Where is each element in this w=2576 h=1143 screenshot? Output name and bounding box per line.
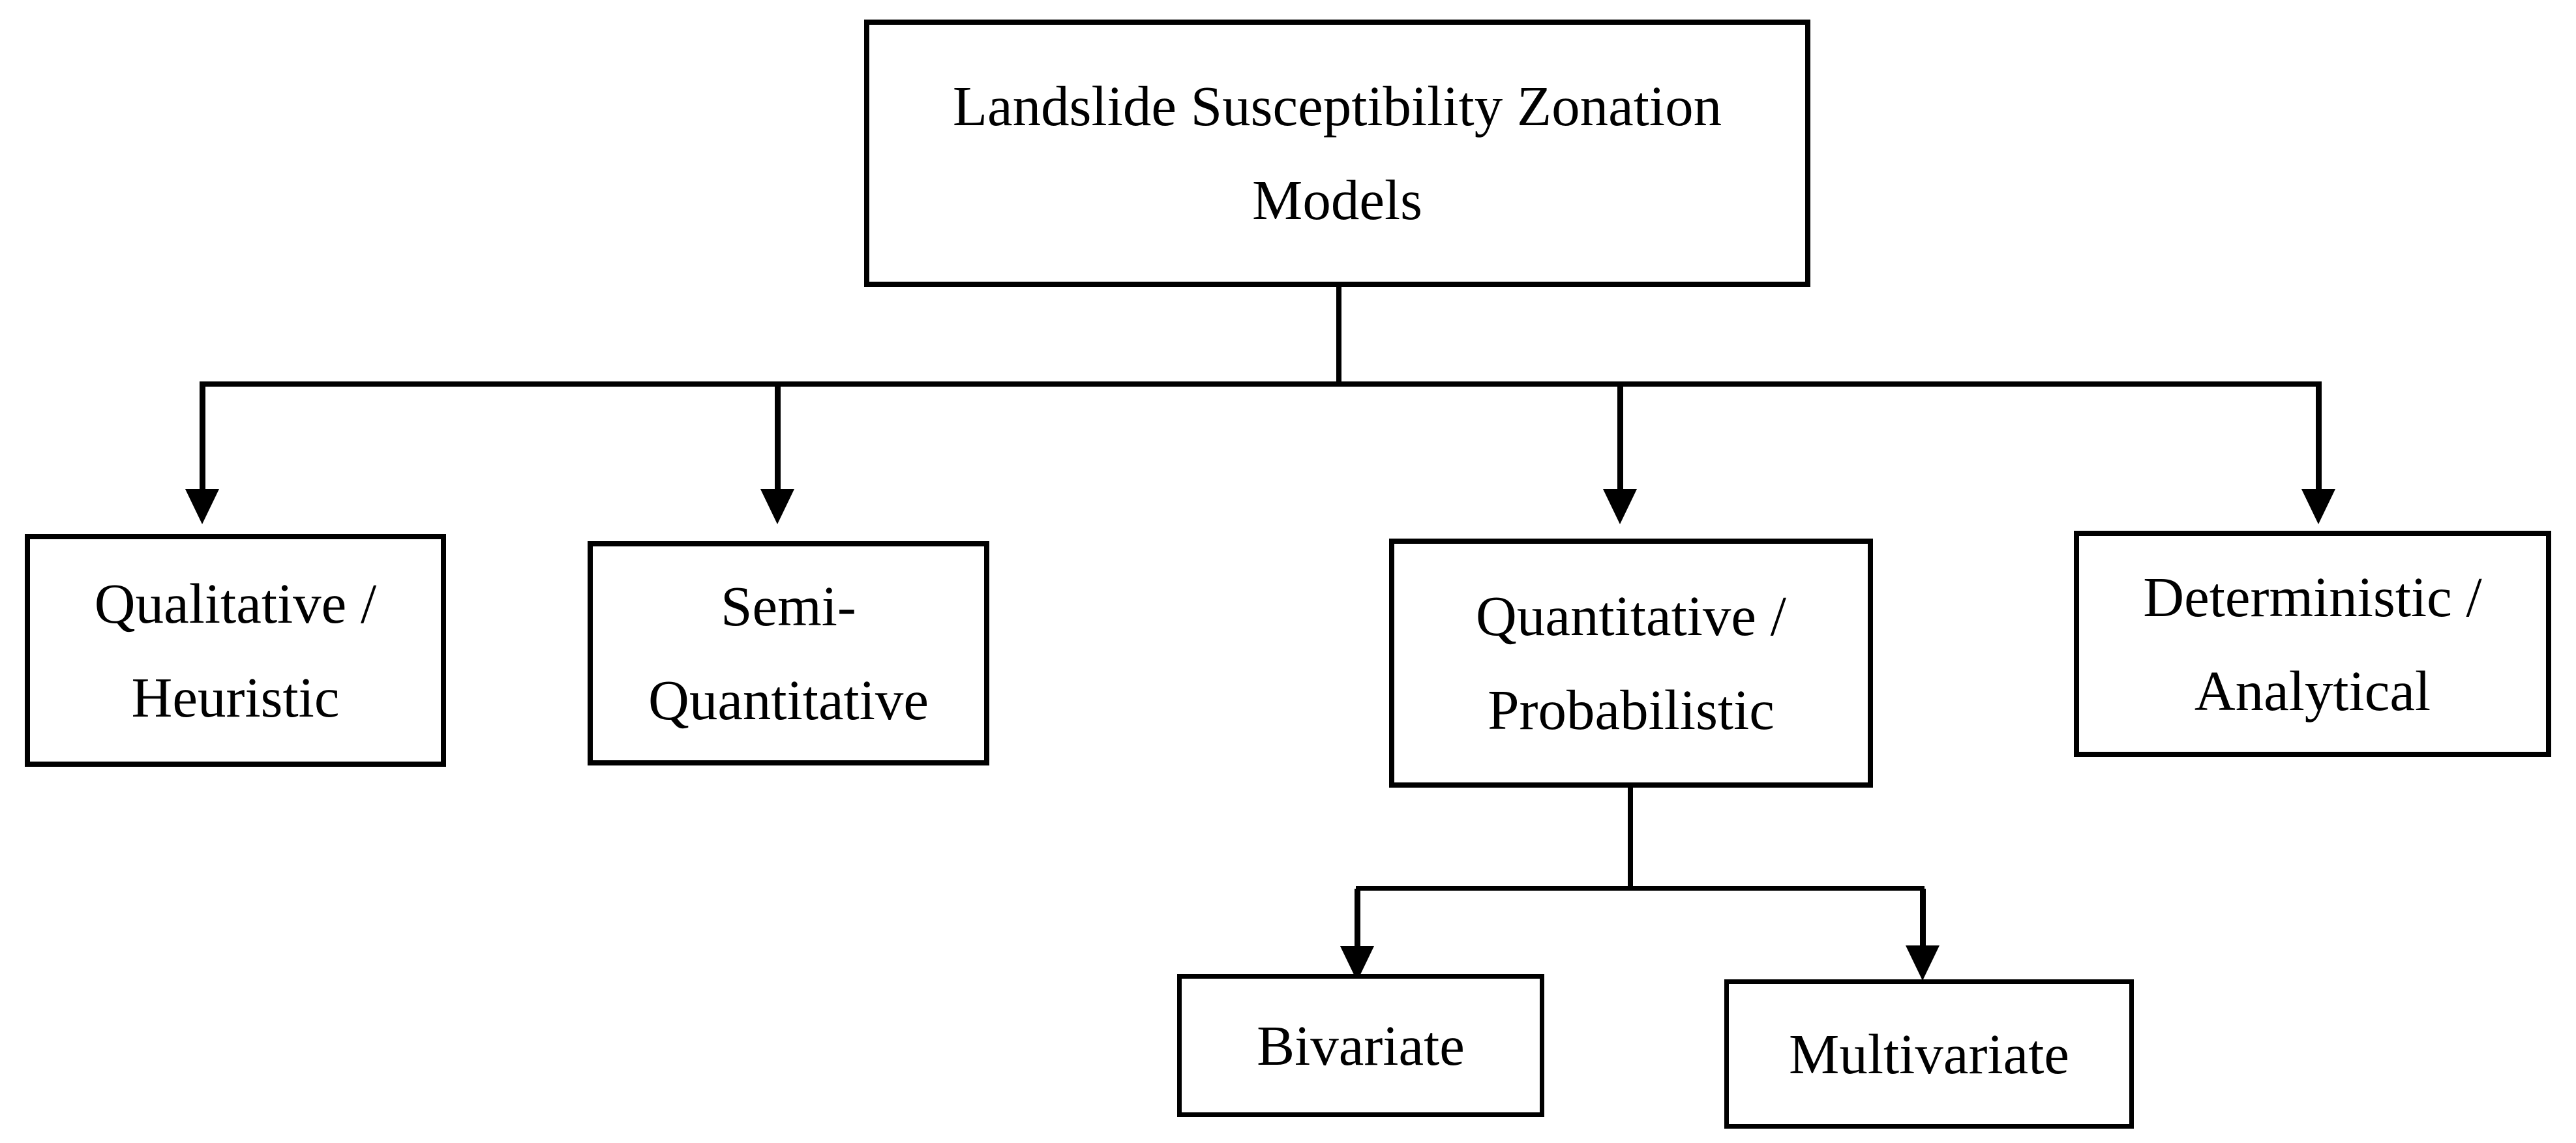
arrow-down-icon xyxy=(1906,945,1939,981)
edge-horizontal-rail-top xyxy=(200,381,2322,387)
node-label-line: Models xyxy=(1252,168,1422,231)
edge-drop-bivariate xyxy=(1355,889,1360,951)
node-qualitative-heuristic: Qualitative / Heuristic xyxy=(25,534,446,767)
edge-drop-qualitative xyxy=(200,384,205,489)
node-label-line: Quantitative / xyxy=(1476,584,1786,647)
arrow-down-icon xyxy=(2301,489,2335,524)
edge-drop-semi xyxy=(775,384,781,489)
node-label-line: Analytical xyxy=(2194,659,2431,722)
node-label-line: Deterministic / xyxy=(2143,565,2482,629)
node-label-line: Qualitative / xyxy=(94,571,377,635)
node-landslide-susceptibility-zonation-models: Landslide Susceptibility Zonation Models xyxy=(864,20,1810,287)
arrow-down-icon xyxy=(185,489,219,524)
edge-horizontal-rail-bottom xyxy=(1356,886,1925,891)
edge-drop-multivariate xyxy=(1920,889,1926,949)
node-semi-quantitative: Semi- Quantitative xyxy=(588,541,989,765)
edge-drop-deterministic xyxy=(2316,384,2322,489)
node-label-line: Quantitative xyxy=(648,668,929,732)
edge-root-stem xyxy=(1336,286,1341,384)
edge-drop-quantitative xyxy=(1617,384,1623,489)
node-label-line: Semi- xyxy=(721,574,856,638)
node-label-line: Multivariate xyxy=(1788,1022,2070,1086)
edge-quantitative-stem xyxy=(1628,786,1633,889)
node-label-line: Heuristic xyxy=(131,665,340,729)
arrow-down-icon xyxy=(760,489,794,524)
node-quantitative-probabilistic: Quantitative / Probabilistic xyxy=(1389,539,1873,788)
arrow-down-icon xyxy=(1603,489,1637,524)
node-multivariate: Multivariate xyxy=(1724,979,2134,1129)
node-deterministic-analytical: Deterministic / Analytical xyxy=(2074,531,2551,757)
node-bivariate: Bivariate xyxy=(1177,974,1544,1117)
node-label-line: Landslide Susceptibility Zonation xyxy=(952,74,1722,138)
node-label-line: Probabilistic xyxy=(1488,678,1775,741)
node-label-line: Bivariate xyxy=(1257,1013,1465,1077)
